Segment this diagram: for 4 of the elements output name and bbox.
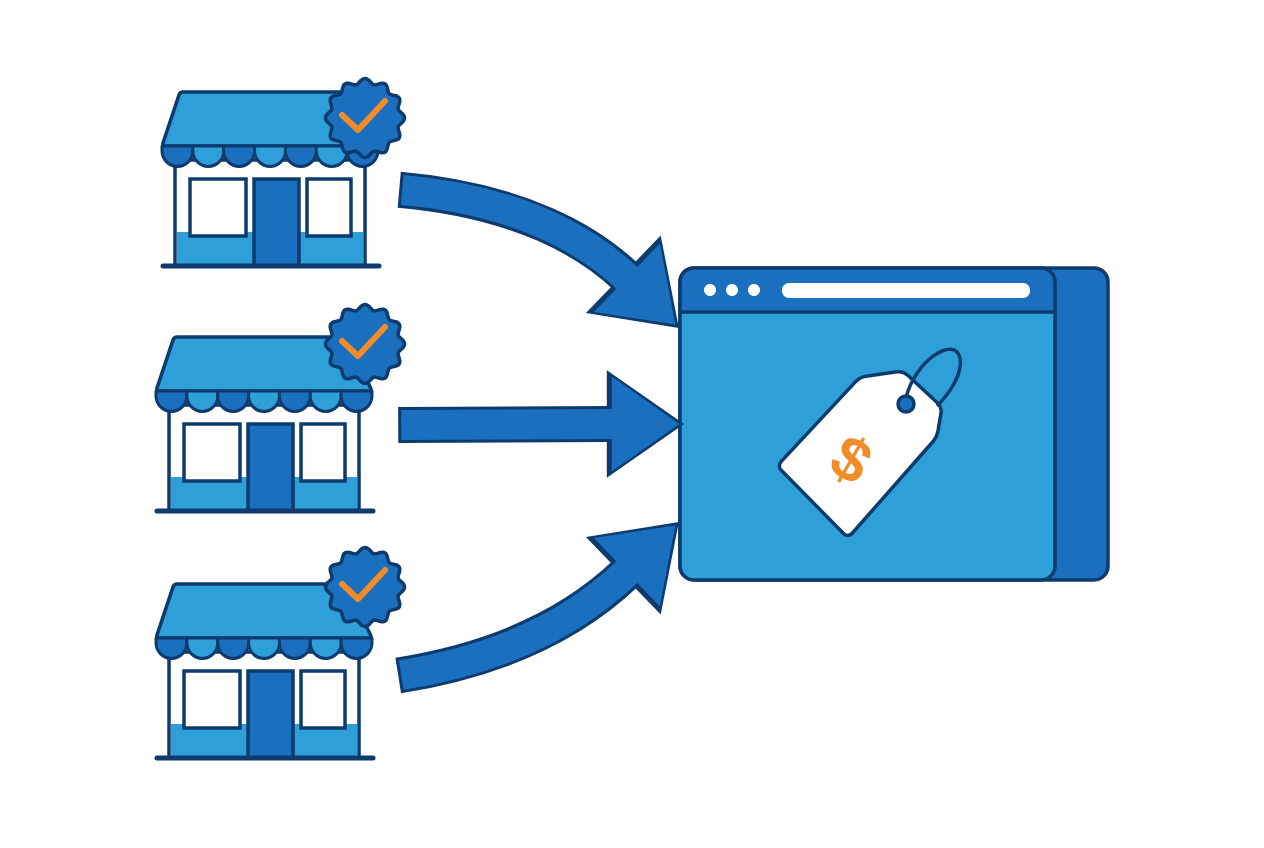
- store-picture: [160, 76, 407, 269]
- price-tag: $: [777, 347, 963, 538]
- store-picture: [154, 302, 407, 514]
- store-picture: [154, 545, 407, 761]
